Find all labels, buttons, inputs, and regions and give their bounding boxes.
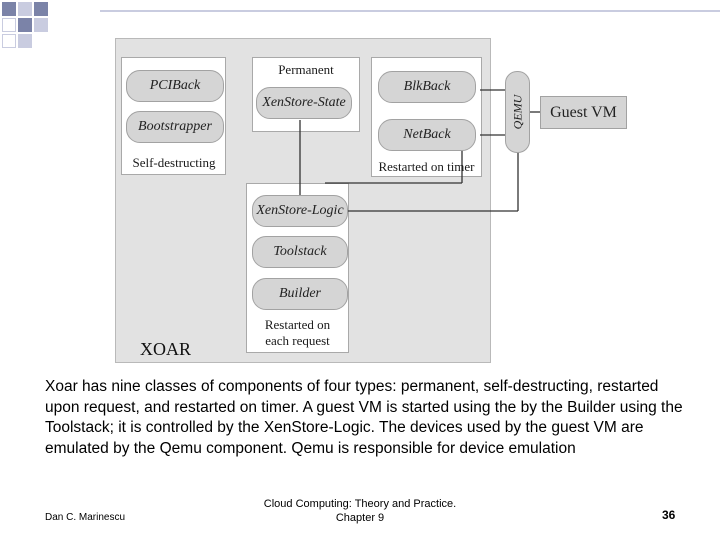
node-toolstack: Toolstack xyxy=(252,236,348,268)
slide-caption: Xoar has nine classes of components of f… xyxy=(45,378,683,457)
node-guest-vm: Guest VM xyxy=(540,96,627,129)
footer-book-line2: Chapter 9 xyxy=(335,512,385,524)
node-netback: NetBack xyxy=(378,119,476,151)
node-blkback: BlkBack xyxy=(378,71,476,103)
footer-author: Dan C. Marinescu xyxy=(45,512,126,523)
label-restarted-on-timer: Restarted on timer xyxy=(378,159,475,174)
node-qemu: QEMU xyxy=(505,71,530,153)
qemu-label: QEMU xyxy=(510,94,524,130)
node-bootstrapper: Bootstrapper xyxy=(126,111,224,143)
node-builder: Builder xyxy=(252,278,348,310)
page-number: 36 xyxy=(662,508,676,522)
header-rule xyxy=(100,10,720,12)
label-restarted-on-request-line2: each request xyxy=(265,333,330,348)
label-self-destructing: Self-destructing xyxy=(132,155,216,170)
node-xenstore-logic: XenStore-Logic xyxy=(252,195,348,227)
footer-book-title: Cloud Computing: Theory and Practice. Ch… xyxy=(250,497,470,525)
footer-book-line1: Cloud Computing: Theory and Practice. xyxy=(263,498,457,510)
label-restarted-on-request-line1: Restarted on xyxy=(264,317,331,332)
node-pciback: PCIBack xyxy=(126,70,224,102)
label-permanent: Permanent xyxy=(278,62,334,77)
system-label-xoar: XOAR xyxy=(140,339,192,359)
node-xenstore-state: XenStore-State xyxy=(256,87,352,119)
